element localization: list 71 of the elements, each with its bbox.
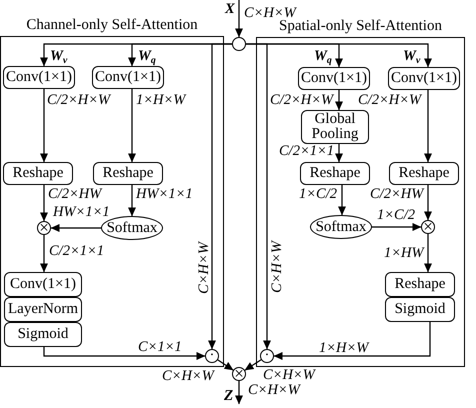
arrow — [274, 322, 431, 360]
shape-annotation: C×H×W — [244, 5, 296, 21]
edge-label: C×H×W — [196, 242, 212, 294]
arrow — [43, 347, 206, 360]
arrow — [40, 235, 48, 272]
edge-label: C×1×1 — [138, 339, 182, 355]
process-box: Conv(1×1) — [92, 66, 164, 89]
arrow — [424, 234, 432, 272]
output-variable: Z — [224, 388, 238, 405]
edge-label: HW×1×1 — [136, 186, 193, 202]
edge-label: W$_{q}$ — [138, 48, 156, 64]
edge-label: W$_{v}$ — [403, 48, 420, 64]
arrow — [128, 185, 136, 216]
process-ellipse: Softmax — [101, 216, 163, 240]
dot-product-operator: · — [205, 349, 219, 363]
process-box: Reshape — [93, 162, 163, 185]
arrow — [208, 43, 232, 350]
process-box: Conv(1×1) — [298, 67, 370, 90]
arrow — [40, 185, 48, 222]
arrow — [50, 224, 101, 232]
panel-title: Channel-only Self-Attention — [26, 17, 198, 34]
process-box: LayerNorm — [4, 297, 82, 322]
arrow — [244, 359, 262, 371]
edge-label: X — [225, 1, 235, 17]
arrow — [217, 359, 234, 371]
arrow — [128, 89, 136, 162]
process-box: Conv(1×1) — [4, 272, 82, 297]
panel-title: Spatial-only Self-Attention — [279, 18, 442, 35]
edge-label: C×H×W — [269, 241, 285, 293]
edge-label: 1×C/2 — [377, 207, 415, 223]
arrow — [246, 43, 271, 350]
arrow — [335, 144, 343, 162]
junction-circle — [232, 37, 246, 51]
edge-label: C/2×H×W — [270, 92, 334, 108]
edge-label: W$_{q}$ — [314, 48, 332, 64]
arrow — [40, 89, 48, 162]
edge-label: C×H×W — [162, 368, 214, 384]
multiply-operator: × — [232, 367, 246, 381]
arrow — [424, 185, 432, 220]
process-ellipse: Softmax — [310, 215, 372, 239]
edge-label: C/2×HW — [48, 186, 102, 202]
process-box: Conv(1×1) — [3, 66, 75, 89]
edge-label: 1×H×W — [136, 92, 186, 108]
process-box: Reshape — [385, 272, 455, 297]
process-box: Reshape — [3, 162, 73, 185]
arrow — [424, 90, 432, 162]
edge-label: C/2×H×W — [47, 92, 110, 108]
arrow — [338, 185, 346, 216]
edge-label: C×H×W — [248, 382, 300, 398]
edge-label: 1×C/2 — [299, 186, 337, 202]
process-box: Conv(1×1) — [388, 67, 460, 90]
process-box: Reshape — [389, 162, 459, 185]
arrow — [235, 0, 243, 38]
edge-label: C/2×H×W — [358, 92, 422, 108]
edge-label: C/2×1×1 — [279, 143, 334, 159]
edge-label: W$_{v}$ — [50, 48, 68, 64]
arrow — [235, 381, 243, 404]
process-box: Sigmoid — [385, 297, 455, 322]
arrow — [335, 90, 343, 110]
edge-label: 1×HW — [384, 245, 424, 261]
process-box: Reshape — [300, 162, 370, 185]
process-box: Sigmoid — [4, 322, 82, 347]
edge-label: C×H×W — [263, 367, 315, 383]
multiply-operator: × — [421, 220, 435, 234]
process-box: Global Pooling — [301, 110, 369, 144]
edge-label: C/2×1×1 — [49, 243, 104, 259]
arrow — [372, 223, 422, 231]
multiply-operator: × — [37, 221, 51, 235]
edge-label: 1×H×W — [319, 340, 368, 356]
dot-product-operator: · — [260, 349, 274, 363]
edge-label: C/2×HW — [370, 186, 424, 202]
